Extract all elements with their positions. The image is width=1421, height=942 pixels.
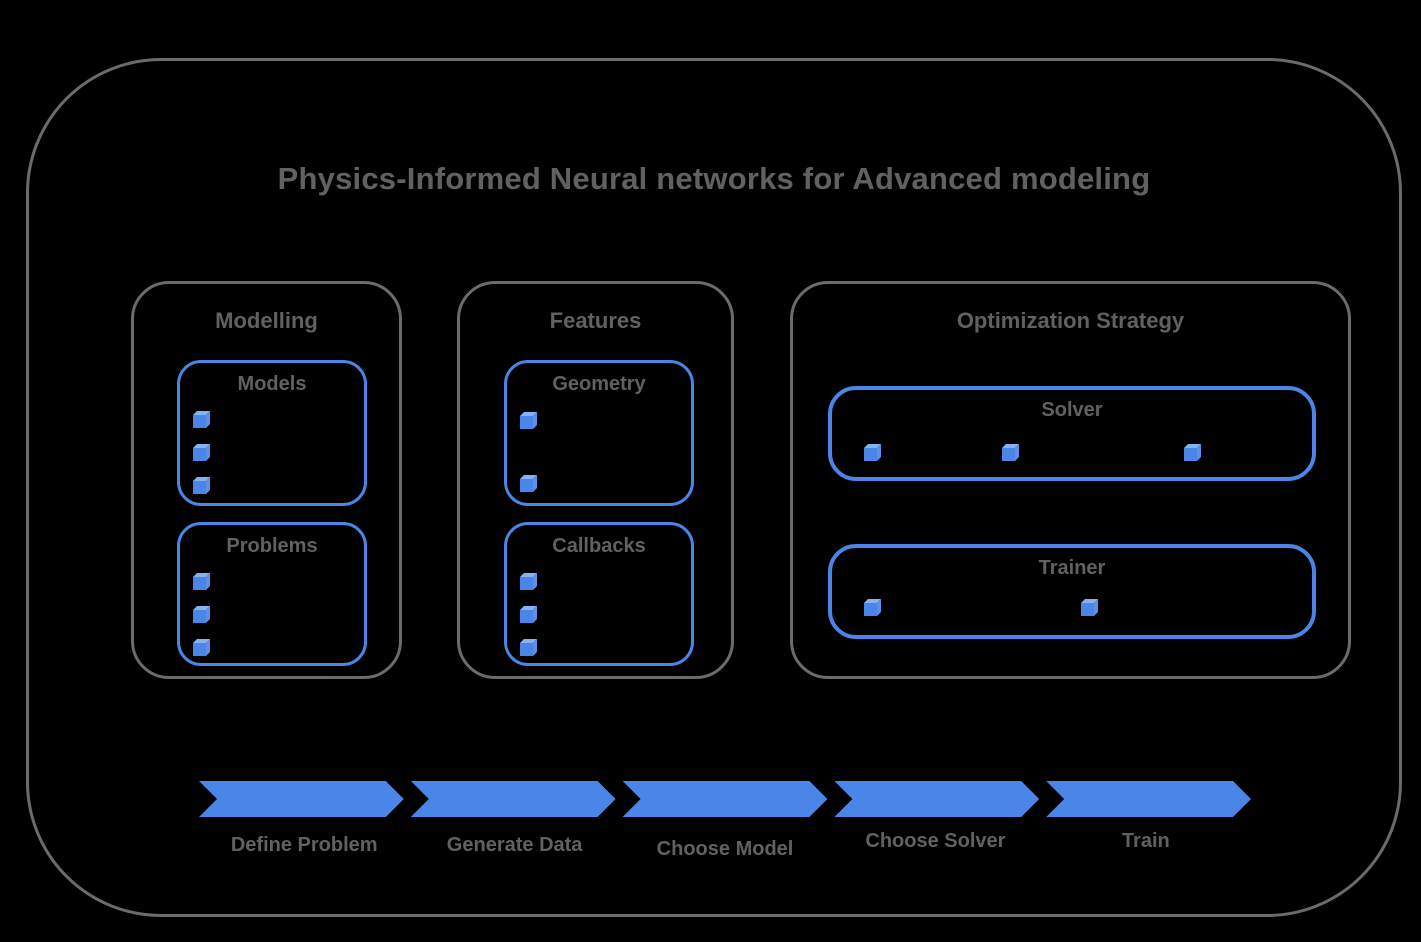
flow-step-label-define-problem: Define Problem	[230, 834, 378, 856]
flow-arrow-segment-choose-model	[623, 781, 828, 817]
box-geometry: Geometry	[504, 360, 694, 506]
group-modelling-label: Modelling	[215, 308, 318, 333]
box-solver-label: Solver	[1041, 399, 1103, 421]
flow-arrow-segment-generate-data	[411, 781, 616, 817]
cube-bullet-icon	[519, 638, 537, 656]
cube-bullet-icon	[192, 410, 210, 428]
flow-arrow-segment-define-problem	[199, 781, 404, 817]
geometry-bullet-list	[519, 411, 537, 492]
box-callbacks: Callbacks	[504, 522, 694, 666]
box-models: Models	[177, 360, 367, 506]
box-problems-label: Problems	[226, 535, 318, 557]
problems-bullet-list	[192, 572, 210, 656]
flow-step-label-generate-data: Generate Data	[446, 834, 583, 856]
cube-bullet-icon	[863, 443, 881, 461]
cube-bullet-icon	[1001, 443, 1019, 461]
box-problems: Problems	[177, 522, 367, 666]
box-trainer-label: Trainer	[1038, 557, 1106, 579]
cube-bullet-icon	[192, 476, 210, 494]
group-optimization-strategy: Optimization Strategy Solver Trainer	[790, 281, 1351, 679]
cube-bullet-icon	[519, 572, 537, 590]
process-flow-labels: Define Problem Generate Data Choose Mode…	[199, 830, 1251, 860]
cube-bullet-icon	[192, 443, 210, 461]
group-features-label: Features	[549, 308, 642, 333]
callbacks-bullet-list	[519, 572, 537, 656]
cube-bullet-icon	[519, 411, 537, 429]
group-optimization-label: Optimization Strategy	[956, 308, 1185, 333]
cube-bullet-icon	[192, 572, 210, 590]
box-callbacks-label: Callbacks	[552, 535, 646, 557]
models-bullet-list	[192, 410, 210, 494]
process-flow-arrows	[199, 781, 1251, 817]
cube-bullet-icon	[192, 638, 210, 656]
cube-bullet-icon	[1080, 598, 1098, 616]
cube-bullet-icon	[519, 605, 537, 623]
flow-arrow-segment-choose-solver	[834, 781, 1039, 817]
diagram-frame: Physics-Informed Neural networks for Adv…	[26, 58, 1402, 917]
cube-bullet-icon	[863, 598, 881, 616]
flow-arrow-segment-train	[1046, 781, 1251, 817]
box-solver: Solver	[828, 386, 1316, 481]
box-models-label: Models	[237, 373, 307, 395]
cube-bullet-icon	[519, 474, 537, 492]
flow-step-label-choose-solver: Choose Solver	[865, 830, 1006, 852]
flow-step-label-choose-model: Choose Model	[656, 838, 794, 860]
group-features: Features Geometry Callbacks	[457, 281, 734, 679]
cube-bullet-icon	[192, 605, 210, 623]
diagram-title: Physics-Informed Neural networks for Adv…	[277, 161, 1151, 196]
trainer-bullet-row	[832, 548, 1312, 635]
box-geometry-label: Geometry	[552, 373, 646, 395]
box-trainer: Trainer	[828, 544, 1316, 639]
solver-bullet-row	[832, 390, 1312, 477]
flow-step-label-train: Train	[1121, 830, 1170, 852]
group-modelling: Modelling Models Problems	[131, 281, 402, 679]
cube-bullet-icon	[1183, 443, 1201, 461]
